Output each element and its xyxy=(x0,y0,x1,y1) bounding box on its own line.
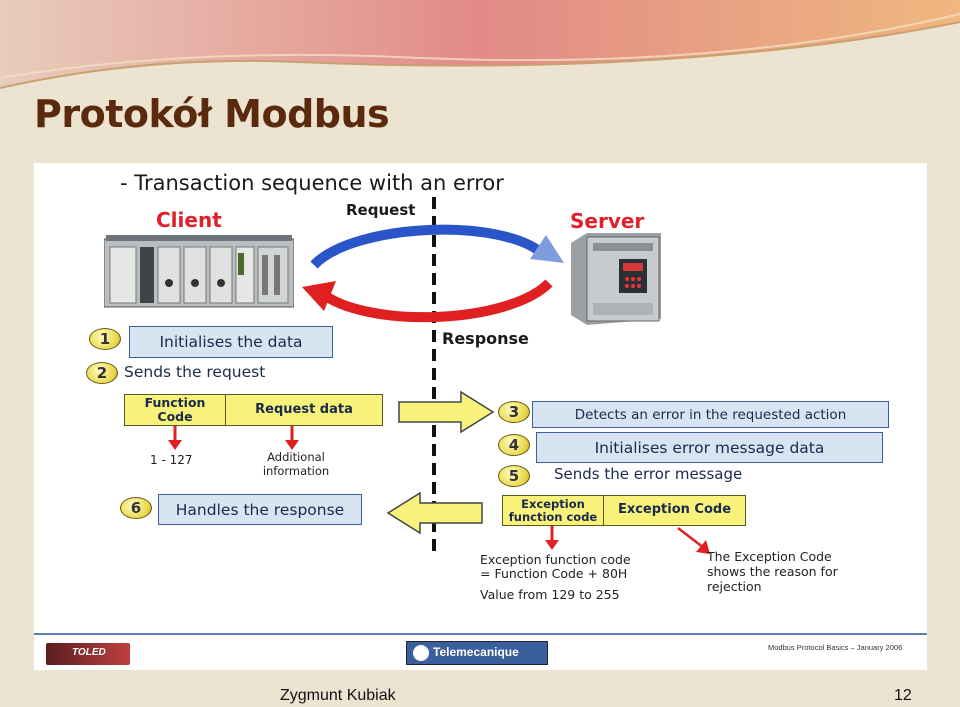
exception-fc-note-line1: Exception function code xyxy=(480,552,631,567)
step-3-box: Detects an error in the requested action xyxy=(532,401,889,428)
telemecanique-logo: Telemecanique xyxy=(406,641,548,665)
request-data-note: Additional information xyxy=(262,450,330,478)
request-label: Request xyxy=(346,201,416,219)
figure-footer: TOLED Telemecanique Modbus Protocol Basi… xyxy=(34,633,927,670)
step-5-text: Sends the error message xyxy=(554,465,743,483)
function-code-cell: Function Code xyxy=(124,394,226,426)
left-logo: TOLED xyxy=(46,643,130,665)
step-badge-2: 2 xyxy=(86,362,118,384)
figure-heading: - Transaction sequence with an error xyxy=(120,171,504,195)
dashed-divider xyxy=(432,197,436,555)
header-wave-decoration xyxy=(0,0,960,89)
plc-rack-icon xyxy=(104,235,294,308)
step-badge-1: 1 xyxy=(89,328,121,350)
server-drive-icon xyxy=(571,233,661,325)
client-label: Client xyxy=(156,208,222,232)
function-code-down-arrow xyxy=(168,426,182,450)
step-badge-5: 5 xyxy=(498,465,530,487)
exception-code-note: The Exception Code shows the reason for … xyxy=(707,549,838,594)
exception-code-cell: Exception Code xyxy=(603,495,746,526)
function-code-range: 1 - 127 xyxy=(150,453,193,467)
figure-panel: - Transaction sequence with an error Cli… xyxy=(34,163,927,670)
exception-fc-down-arrow xyxy=(545,526,559,550)
step-2-text: Sends the request xyxy=(124,363,266,381)
request-data-down-arrow xyxy=(285,426,299,450)
step-badge-3: 3 xyxy=(498,401,530,423)
response-label: Response xyxy=(442,329,529,348)
page-number: 12 xyxy=(894,687,912,704)
request-arrowhead xyxy=(530,235,564,263)
step-4-box: Initialises error message data xyxy=(536,432,883,463)
exception-code-pointer-arrow xyxy=(677,527,710,554)
step-1-box: Initialises the data xyxy=(129,326,333,358)
back-arrow xyxy=(386,491,483,535)
exception-value-range: Value from 129 to 255 xyxy=(480,587,620,602)
exception-fc-note-line2: = Function Code + 80H xyxy=(480,566,628,581)
step-badge-4: 4 xyxy=(498,434,530,456)
author-name: Zygmunt Kubiak xyxy=(280,687,396,704)
step-6-box: Handles the response xyxy=(158,494,362,525)
request-response-arrows xyxy=(302,224,564,323)
response-arrow xyxy=(321,279,553,323)
exception-function-code-cell: Exception function code xyxy=(502,495,604,526)
request-data-cell: Request data xyxy=(225,394,383,426)
slide-title: Protokół Modbus xyxy=(34,92,390,136)
telemecanique-emblem-icon xyxy=(413,645,429,661)
figure-footer-caption: Modbus Protocol Basics – January 2006 xyxy=(768,643,903,652)
step-badge-6: 6 xyxy=(120,497,152,519)
server-label: Server xyxy=(570,209,645,233)
request-arrow xyxy=(310,224,548,269)
response-arrowhead xyxy=(302,281,336,311)
forward-arrow xyxy=(398,390,495,434)
